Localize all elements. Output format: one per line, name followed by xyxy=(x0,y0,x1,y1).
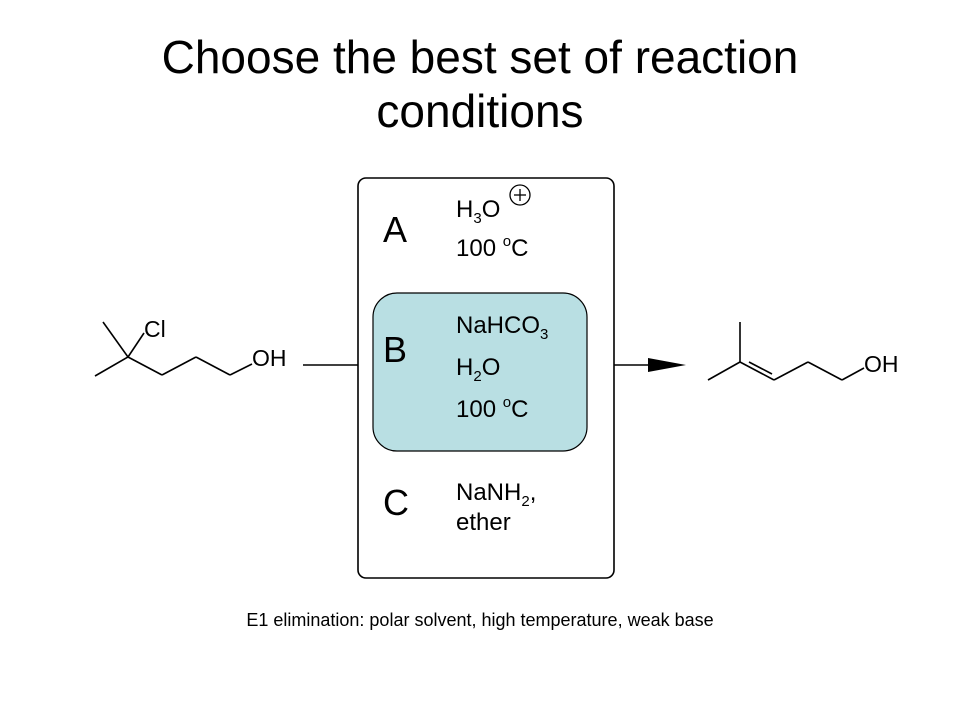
reactant-bond xyxy=(127,332,145,358)
option-a-reagent-1: H3O xyxy=(456,196,500,227)
selected-option-highlight xyxy=(372,292,588,452)
reactant-chlorine-label: Cl xyxy=(144,316,166,342)
option-b[interactable]: B NaHCO3 H2O 100 oC xyxy=(383,312,548,423)
option-c-reagent-1: NaNH2, xyxy=(456,479,536,510)
option-b-letter: B xyxy=(383,329,407,370)
slide-caption: E1 elimination: polar solvent, high temp… xyxy=(246,610,714,630)
option-b-reagent-1: NaHCO3 xyxy=(456,312,548,343)
option-a[interactable]: A H3O 100 oC xyxy=(383,184,531,262)
reactant-structure xyxy=(94,321,253,377)
option-c-reagent-2: ether xyxy=(456,509,511,536)
reaction-arrow xyxy=(303,358,686,372)
option-b-reagent-3: 100 oC xyxy=(456,394,528,423)
positive-charge-icon xyxy=(509,184,531,206)
product-structure xyxy=(707,322,865,381)
slide-title: Choose the best set of reaction conditio… xyxy=(0,30,960,138)
product-bond xyxy=(807,361,843,381)
slide-title-line1: Choose the best set of reaction xyxy=(161,31,799,83)
reactant-bond xyxy=(195,356,231,376)
option-a-reagent-2: 100 oC xyxy=(456,233,528,262)
reactant-hydroxyl-label: OH xyxy=(252,345,287,371)
slide-title-line2: conditions xyxy=(376,85,584,137)
reactant-bond xyxy=(229,363,253,376)
product-bond xyxy=(841,367,865,381)
reactant-bond xyxy=(94,356,129,377)
reactant-bond xyxy=(102,321,129,358)
product-hydroxyl-label: OH xyxy=(864,351,899,377)
option-c-letter: C xyxy=(383,482,409,523)
reactant-bond xyxy=(127,356,163,376)
option-a-letter: A xyxy=(383,209,407,250)
option-b-reagent-2: H2O xyxy=(456,354,500,385)
product-bond xyxy=(773,361,809,381)
reactant-bond xyxy=(161,356,197,376)
product-bond xyxy=(739,361,775,381)
product-bond xyxy=(707,361,741,381)
product-double-bond xyxy=(748,361,773,375)
option-c[interactable]: C NaNH2, ether xyxy=(383,479,536,536)
arrow-head-icon xyxy=(648,358,686,372)
